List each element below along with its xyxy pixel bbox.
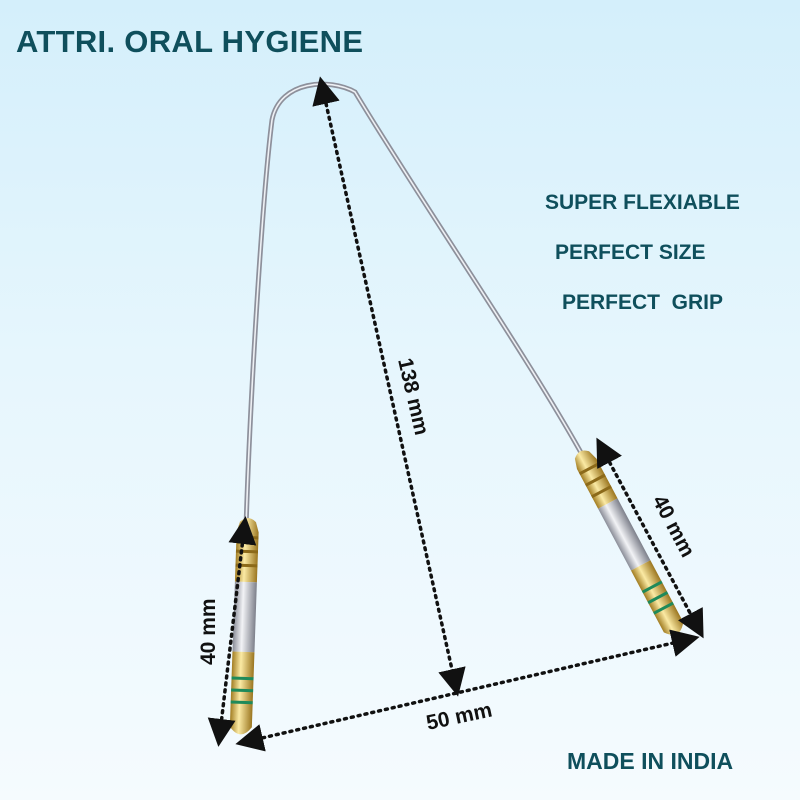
width-label: 50 mm	[424, 699, 494, 735]
feature-super-flexible: SUPER FLEXIABLE	[545, 191, 740, 214]
steel-wire	[243, 81, 587, 531]
left-handle-label: 40 mm	[197, 598, 220, 665]
left-handle-dimension-line	[207, 516, 257, 747]
width-dimension-line	[235, 629, 700, 752]
length-dimension-line	[312, 76, 466, 697]
left-handle	[229, 518, 259, 735]
made-in-india-label: MADE IN INDIA	[567, 748, 734, 774]
feature-perfect-size: PERFECT SIZE	[555, 241, 706, 264]
right-handle-dimension-line	[596, 437, 704, 639]
brand-title: ATTRI. ORAL HYGIENE	[16, 24, 364, 59]
feature-perfect-grip: PERFECT GRIP	[562, 291, 724, 314]
